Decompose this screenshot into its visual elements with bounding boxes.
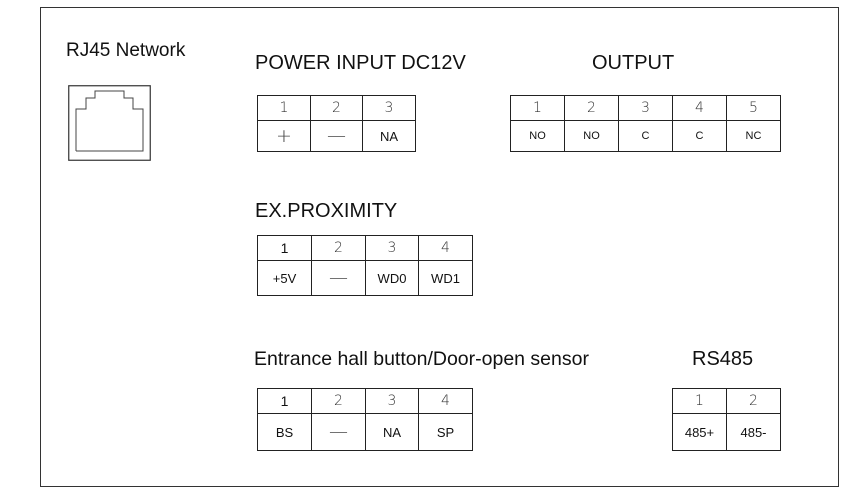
pin-signal: BS	[257, 413, 312, 451]
diagram-frame	[40, 7, 839, 487]
pin-signal: NO	[510, 120, 565, 152]
pin-number: 3	[365, 388, 419, 414]
pin-signal: WD0	[365, 260, 419, 296]
pin-signal: 485-	[726, 413, 781, 451]
power-input-terminal: 1 2 3 + — NA	[257, 95, 416, 152]
pin-number: 3	[618, 95, 673, 121]
rs485-title: RS485	[692, 348, 754, 370]
pin-signal: —	[311, 260, 366, 296]
pin-number: 1	[672, 388, 727, 414]
power-input-title: POWER INPUT DC12V	[255, 52, 466, 74]
pin-number: 1	[510, 95, 565, 121]
pin-number: 2	[310, 95, 363, 121]
pin-number: 2	[311, 388, 366, 414]
rj45-title: RJ45 Network	[66, 40, 186, 61]
pin-number: 3	[365, 235, 419, 261]
pin-signal: —	[310, 120, 363, 152]
pin-number: 4	[418, 388, 473, 414]
pin-number: 5	[726, 95, 781, 121]
pin-signal: +	[257, 120, 311, 152]
pin-signal: C	[618, 120, 673, 152]
entrance-terminal: 1 2 3 4 BS — NA SP	[257, 388, 473, 451]
pin-number: 4	[672, 95, 727, 121]
pin-number: 2	[564, 95, 619, 121]
pin-signal: NC	[726, 120, 781, 152]
rs485-terminal: 1 2 485+ 485-	[672, 388, 781, 451]
pin-signal: 485+	[672, 413, 727, 451]
pin-number: 2	[311, 235, 366, 261]
proximity-title: EX.PROXIMITY	[255, 200, 398, 222]
output-title: OUTPUT	[592, 52, 675, 74]
pin-number: 2	[726, 388, 781, 414]
pin-signal: NO	[564, 120, 619, 152]
pin-signal: WD1	[418, 260, 473, 296]
rj45-port-icon	[68, 85, 151, 161]
pin-signal: SP	[418, 413, 473, 451]
pin-signal: NA	[362, 120, 416, 152]
pin-signal: NA	[365, 413, 419, 451]
output-terminal: 1 2 3 4 5 NO NO C C NC	[510, 95, 781, 152]
pin-signal: C	[672, 120, 727, 152]
pin-number: 1	[257, 95, 311, 121]
pin-signal: —	[311, 413, 366, 451]
proximity-terminal: 1 2 3 4 +5V — WD0 WD1	[257, 235, 473, 296]
pin-number: 4	[418, 235, 473, 261]
pin-number: 1	[257, 235, 312, 261]
pin-number: 1	[257, 388, 312, 414]
entrance-title: Entrance hall button/Door-open sensor	[254, 348, 589, 370]
pin-signal: +5V	[257, 260, 312, 296]
pin-number: 3	[362, 95, 416, 121]
